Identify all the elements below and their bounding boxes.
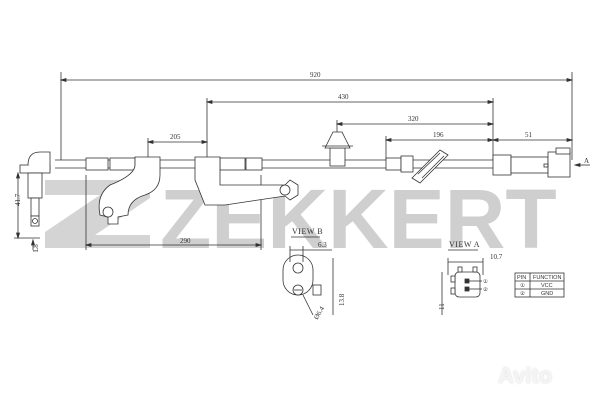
pin-table-row-2-pin: ② bbox=[520, 290, 525, 297]
pin-table-row-2-function: GND bbox=[541, 291, 553, 297]
dim-196: 196 bbox=[433, 131, 444, 139]
view-b-label: VIEW B bbox=[292, 227, 323, 236]
dim-290: 290 bbox=[180, 237, 191, 245]
dim-hole: Ø6.4 bbox=[312, 305, 326, 321]
pin-callout-1: ① bbox=[483, 278, 488, 285]
dim-6-3: 6.3 bbox=[318, 241, 327, 249]
dim-51: 51 bbox=[525, 131, 533, 139]
dim-10-7: 10.7 bbox=[490, 253, 503, 261]
dim-11: 11 bbox=[438, 303, 446, 310]
pin-table-header-function: FUNCTION bbox=[533, 275, 561, 281]
dim-l8: L8 bbox=[32, 244, 40, 252]
avito-watermark: Avito bbox=[498, 363, 553, 388]
dim-320: 320 bbox=[408, 115, 419, 123]
dim-205: 205 bbox=[170, 133, 181, 141]
arrow-a-label: A bbox=[584, 157, 589, 165]
dim-13-8: 13.8 bbox=[338, 293, 346, 306]
dim-41-7: 41.7 bbox=[14, 193, 22, 206]
dim-overall: 920 bbox=[310, 71, 321, 79]
pin-callout-2: ② bbox=[483, 286, 488, 293]
view-a-label: VIEW A bbox=[449, 240, 480, 249]
pin-table-header-pin: PIN bbox=[517, 275, 526, 281]
pin-table-row-1-function: VCC bbox=[541, 283, 553, 289]
pin-table-row-1-pin: ① bbox=[520, 282, 525, 289]
dim-430: 430 bbox=[338, 93, 349, 101]
